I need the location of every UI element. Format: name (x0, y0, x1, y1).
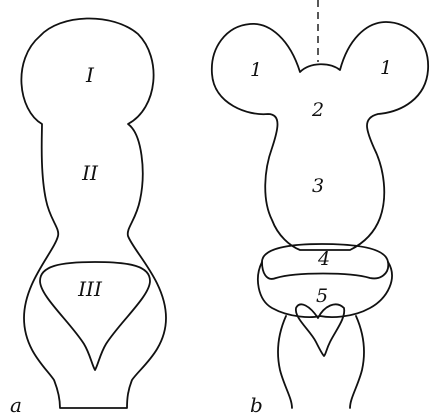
panel-b-region-label-1-left: 1 (250, 59, 262, 81)
panel-a-region-label-1: I (85, 63, 95, 87)
panel-b-region-label-3: 3 (312, 175, 324, 197)
panel-b-forebrain-outline (212, 22, 428, 250)
panel-b-tube-right (350, 316, 364, 408)
panel-a-label: a (10, 393, 22, 415)
panel-b-region-label-5: 5 (316, 285, 328, 307)
panel-b-tube-left (278, 316, 292, 408)
panel-b-region-label-4: 4 (317, 248, 330, 270)
panel-a-region-label-2: II (81, 161, 99, 185)
panel-b-inner-ventricle (296, 304, 344, 356)
panel-b-drawing (212, 0, 428, 408)
panel-b-region-label-2: 2 (311, 99, 324, 121)
panel-b-region-label-1-right: 1 (380, 57, 392, 79)
panel-b-label: b (250, 393, 263, 415)
panel-a-region-label-3: III (77, 277, 103, 301)
